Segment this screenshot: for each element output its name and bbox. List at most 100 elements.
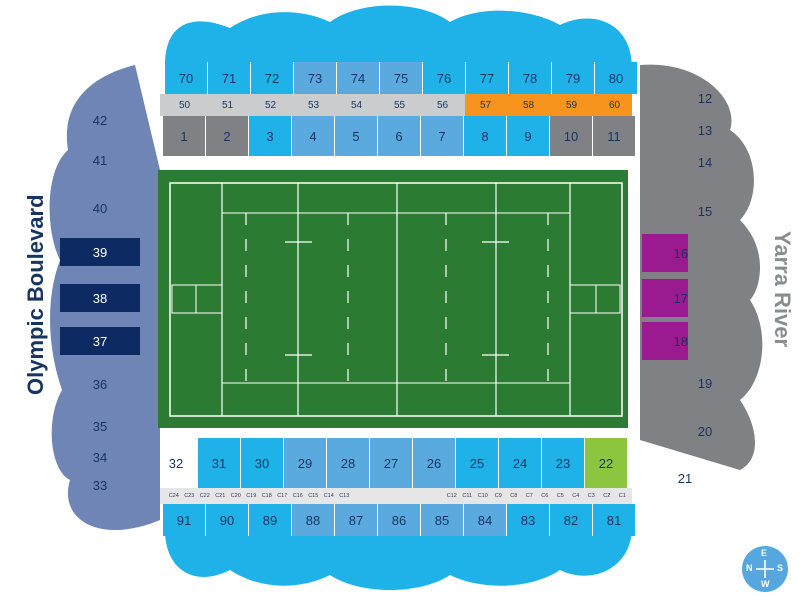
- section-75[interactable]: 75: [380, 62, 423, 94]
- section-2[interactable]: 2: [206, 116, 249, 156]
- section-c22[interactable]: C22: [199, 493, 210, 499]
- section-11[interactable]: 11: [593, 116, 636, 156]
- section-83[interactable]: 83: [507, 504, 550, 536]
- section-5[interactable]: 5: [335, 116, 378, 156]
- section-3[interactable]: 3: [249, 116, 292, 156]
- section-84[interactable]: 84: [464, 504, 507, 536]
- section-33[interactable]: 33: [92, 477, 108, 493]
- section-c6[interactable]: C6: [541, 493, 549, 499]
- section-c10[interactable]: C10: [477, 493, 488, 499]
- section-7[interactable]: 7: [421, 116, 464, 156]
- section-35[interactable]: 35: [92, 418, 108, 434]
- section-6[interactable]: 6: [378, 116, 421, 156]
- section-42[interactable]: 42: [92, 112, 108, 128]
- section-54[interactable]: 54: [350, 100, 363, 111]
- section-8[interactable]: 8: [464, 116, 507, 156]
- section-34[interactable]: 34: [92, 449, 108, 465]
- section-c20[interactable]: C20: [230, 493, 241, 499]
- section-20[interactable]: 20: [697, 423, 713, 439]
- section-29[interactable]: 29: [284, 438, 327, 488]
- section-38[interactable]: 38: [60, 284, 140, 312]
- section-39[interactable]: 39: [60, 238, 140, 266]
- section-72[interactable]: 72: [251, 62, 294, 94]
- section-88[interactable]: 88: [292, 504, 335, 536]
- section-86[interactable]: 86: [378, 504, 421, 536]
- section-22[interactable]: 22: [585, 438, 628, 488]
- section-82[interactable]: 82: [550, 504, 593, 536]
- section-71[interactable]: 71: [208, 62, 251, 94]
- section-c7[interactable]: C7: [525, 493, 533, 499]
- section-c18[interactable]: C18: [261, 493, 272, 499]
- section-18[interactable]: 18: [642, 322, 688, 360]
- section-c14[interactable]: C14: [323, 493, 334, 499]
- section-c17[interactable]: C17: [277, 493, 288, 499]
- section-70[interactable]: 70: [165, 62, 208, 94]
- section-15[interactable]: 15: [697, 203, 713, 219]
- section-c3[interactable]: C3: [587, 493, 595, 499]
- section-21[interactable]: 21: [677, 470, 693, 486]
- section-81[interactable]: 81: [593, 504, 636, 536]
- section-c12[interactable]: C12: [446, 493, 457, 499]
- section-24[interactable]: 24: [499, 438, 542, 488]
- section-c5[interactable]: C5: [556, 493, 564, 499]
- section-14[interactable]: 14: [697, 154, 713, 170]
- section-73[interactable]: 73: [294, 62, 337, 94]
- section-51[interactable]: 51: [221, 100, 234, 111]
- section-60[interactable]: 60: [608, 100, 621, 111]
- section-78[interactable]: 78: [509, 62, 552, 94]
- section-c2[interactable]: C2: [603, 493, 611, 499]
- section-27[interactable]: 27: [370, 438, 413, 488]
- section-c15[interactable]: C15: [308, 493, 319, 499]
- section-c11[interactable]: C11: [462, 493, 473, 499]
- section-12[interactable]: 12: [697, 90, 713, 106]
- section-c13[interactable]: C13: [339, 493, 350, 499]
- section-c4[interactable]: C4: [572, 493, 580, 499]
- section-4[interactable]: 4: [292, 116, 335, 156]
- section-50[interactable]: 50: [178, 100, 191, 111]
- section-58[interactable]: 58: [522, 100, 535, 111]
- section-31[interactable]: 31: [198, 438, 241, 488]
- section-90[interactable]: 90: [206, 504, 249, 536]
- section-87[interactable]: 87: [335, 504, 378, 536]
- section-c16[interactable]: C16: [292, 493, 303, 499]
- section-13[interactable]: 13: [697, 122, 713, 138]
- section-57[interactable]: 57: [479, 100, 492, 111]
- section-80[interactable]: 80: [595, 62, 638, 94]
- section-52[interactable]: 52: [264, 100, 277, 111]
- section-53[interactable]: 53: [307, 100, 320, 111]
- section-28[interactable]: 28: [327, 438, 370, 488]
- section-30[interactable]: 30: [241, 438, 284, 488]
- section-16[interactable]: 16: [642, 234, 688, 272]
- section-19[interactable]: 19: [697, 375, 713, 391]
- section-74[interactable]: 74: [337, 62, 380, 94]
- section-9[interactable]: 9: [507, 116, 550, 156]
- section-91[interactable]: 91: [163, 504, 206, 536]
- section-c9[interactable]: C9: [494, 493, 502, 499]
- section-c8[interactable]: C8: [510, 493, 518, 499]
- section-c23[interactable]: C23: [184, 493, 195, 499]
- section-1[interactable]: 1: [163, 116, 206, 156]
- section-59[interactable]: 59: [565, 100, 578, 111]
- section-10[interactable]: 10: [550, 116, 593, 156]
- section-17[interactable]: 17: [642, 279, 688, 317]
- section-40[interactable]: 40: [92, 200, 108, 216]
- section-89[interactable]: 89: [249, 504, 292, 536]
- section-25[interactable]: 25: [456, 438, 499, 488]
- section-56[interactable]: 56: [436, 100, 449, 111]
- section-32[interactable]: 32: [155, 438, 198, 488]
- section-c24[interactable]: C24: [168, 493, 179, 499]
- section-37[interactable]: 37: [60, 327, 140, 355]
- section-85[interactable]: 85: [421, 504, 464, 536]
- section-41[interactable]: 41: [92, 152, 108, 168]
- section-55[interactable]: 55: [393, 100, 406, 111]
- section-23[interactable]: 23: [542, 438, 585, 488]
- section-26[interactable]: 26: [413, 438, 456, 488]
- section-79[interactable]: 79: [552, 62, 595, 94]
- section-c19[interactable]: C19: [246, 493, 257, 499]
- section-36[interactable]: 36: [92, 376, 108, 392]
- section-c1[interactable]: C1: [618, 493, 626, 499]
- section-c21[interactable]: C21: [215, 493, 226, 499]
- section-77[interactable]: 77: [466, 62, 509, 94]
- section-76[interactable]: 76: [423, 62, 466, 94]
